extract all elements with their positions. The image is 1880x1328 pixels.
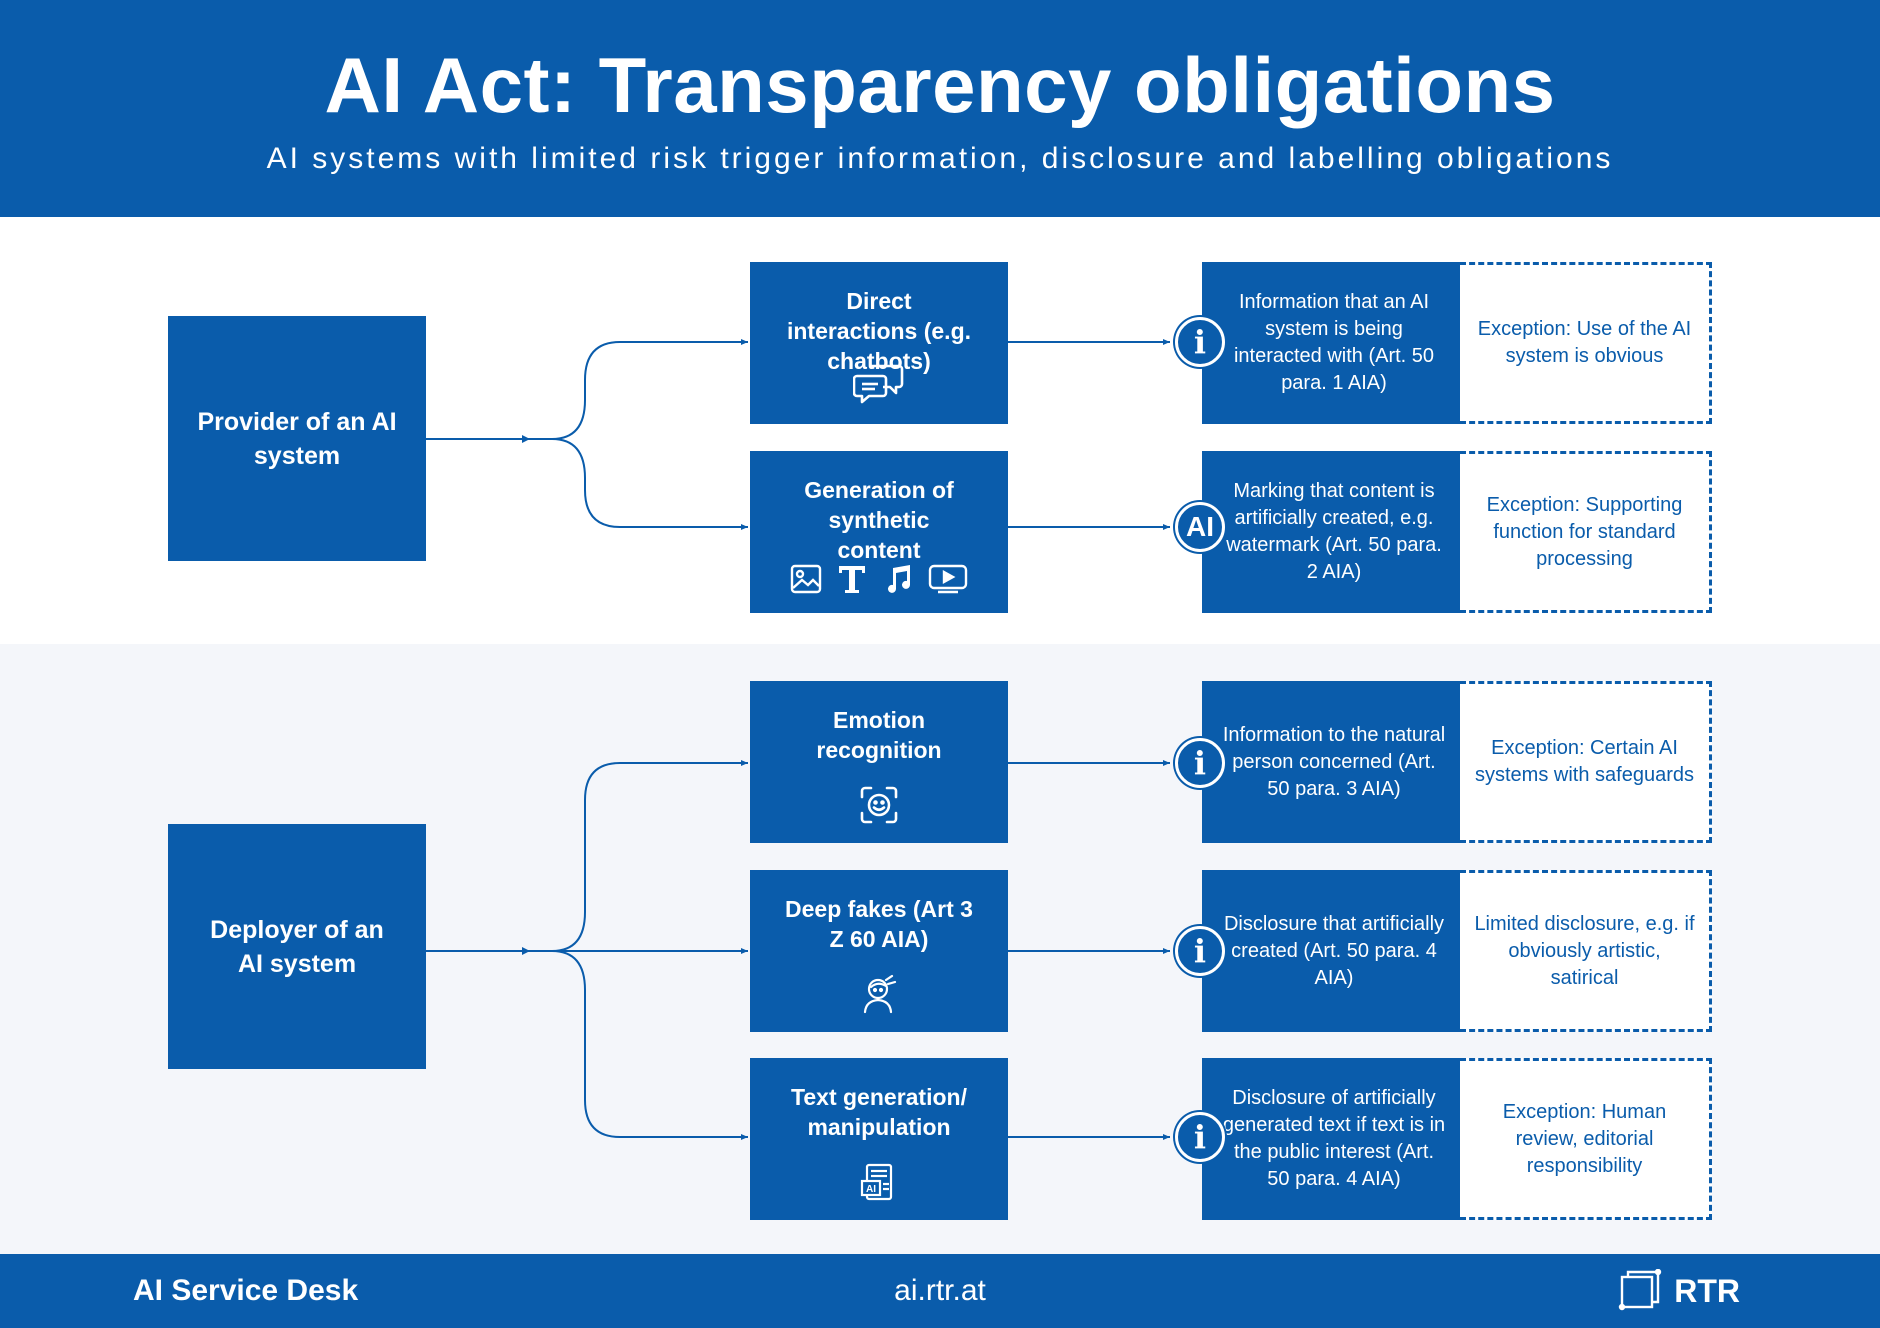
category-deep-fakes: Deep fakes (Art 3 Z 60 AIA) <box>750 870 1008 1032</box>
rtr-logo-icon <box>1619 1269 1662 1311</box>
video-icon <box>928 564 968 594</box>
exception-direct-interactions: Exception: Use of the AI system is obvio… <box>1460 262 1712 424</box>
obligation-text: Information to the natural person concer… <box>1222 723 1446 800</box>
obligation-deep-fakes: Disclosure that artificially created (Ar… <box>1202 870 1460 1032</box>
exception-text: Exception: Human review, editorial respo… <box>1502 1100 1667 1177</box>
connector-deployer-to-text <box>530 950 748 1140</box>
exception-text: Exception: Certain AI systems with safeg… <box>1475 737 1694 786</box>
category-label: Generation of synthetic content <box>804 477 954 563</box>
ai-document-icon: AI <box>860 1163 893 1201</box>
obligation-text: Information that an AI system is being i… <box>1233 291 1435 394</box>
exception-text: Exception: Supporting function for stand… <box>1486 493 1683 570</box>
provider-label: Provider of an AI system <box>197 407 397 470</box>
deployer-label: Deployer of an AI system <box>210 915 384 978</box>
footer-service-desk: AI Service Desk <box>133 1274 359 1307</box>
info-icon: i <box>1175 317 1225 367</box>
text-icon <box>839 566 865 593</box>
music-icon <box>888 565 910 593</box>
obligation-text-generation: Disclosure of artificially generated tex… <box>1202 1058 1460 1220</box>
obligation-text: Disclosure of artificially generated tex… <box>1222 1087 1446 1190</box>
exception-text: Exception: Use of the AI system is obvio… <box>1477 318 1692 367</box>
svg-text:AI: AI <box>866 1184 876 1195</box>
image-icon <box>790 564 822 594</box>
provider-box: Provider of an AI system <box>168 316 426 561</box>
category-synthetic-content: Generation of synthetic content <box>750 451 1008 613</box>
page-subtitle: AI systems with limited risk trigger inf… <box>266 142 1614 175</box>
header-banner: AI Act: Transparency obligations AI syst… <box>0 0 1880 217</box>
chat-bubbles-icon <box>853 364 904 404</box>
exception-text-generation: Exception: Human review, editorial respo… <box>1460 1058 1712 1220</box>
info-icon: i <box>1175 926 1225 976</box>
info-icon: i <box>1175 738 1225 788</box>
category-direct-interactions: Direct interactions (e.g. chatbots) <box>750 262 1008 424</box>
footer-bar: AI Service Desk ai.rtr.at RTR <box>0 1254 1880 1328</box>
obligation-emotion-recognition: Information to the natural person concer… <box>1202 681 1460 843</box>
category-label: Deep fakes (Art 3 Z 60 AIA) <box>785 896 973 952</box>
obligation-text: Disclosure that artificially created (Ar… <box>1223 912 1445 989</box>
category-label: Text generation/ manipulation <box>791 1084 967 1140</box>
obligation-text: Marking that content is artificially cre… <box>1226 480 1442 583</box>
footer-brand-name: RTR <box>1674 1272 1740 1309</box>
page-title: AI Act: Transparency obligations <box>324 41 1556 129</box>
category-label: Emotion recognition <box>816 707 942 763</box>
obligation-direct-interactions: Information that an AI system is being i… <box>1202 262 1460 424</box>
exception-text: Limited disclosure, e.g. if obviously ar… <box>1474 912 1695 989</box>
obligation-synthetic-content: Marking that content is artificially cre… <box>1202 451 1460 613</box>
connector-provider-to-direct <box>530 339 748 440</box>
footer-brand: RTR <box>1618 1268 1740 1314</box>
exception-emotion-recognition: Exception: Certain AI systems with safeg… <box>1460 681 1712 843</box>
exception-deep-fakes: Limited disclosure, e.g. if obviously ar… <box>1460 870 1712 1032</box>
connector-deployer-to-emotion <box>530 760 748 952</box>
exception-synthetic-content: Exception: Supporting function for stand… <box>1460 451 1712 613</box>
face-scan-icon <box>860 786 898 824</box>
connector-provider-to-synthetic <box>530 438 748 530</box>
ai-label-icon: AI <box>1175 502 1225 552</box>
deployer-box: Deployer of an AI system <box>168 824 426 1069</box>
person-mask-icon <box>863 974 897 1014</box>
category-label: Direct interactions (e.g. chatbots) <box>786 288 972 374</box>
info-icon: i <box>1175 1112 1225 1162</box>
category-text-generation: Text generation/ manipulation AI <box>750 1058 1008 1220</box>
category-emotion-recognition: Emotion recognition <box>750 681 1008 843</box>
footer-website-link[interactable]: ai.rtr.at <box>894 1274 986 1307</box>
